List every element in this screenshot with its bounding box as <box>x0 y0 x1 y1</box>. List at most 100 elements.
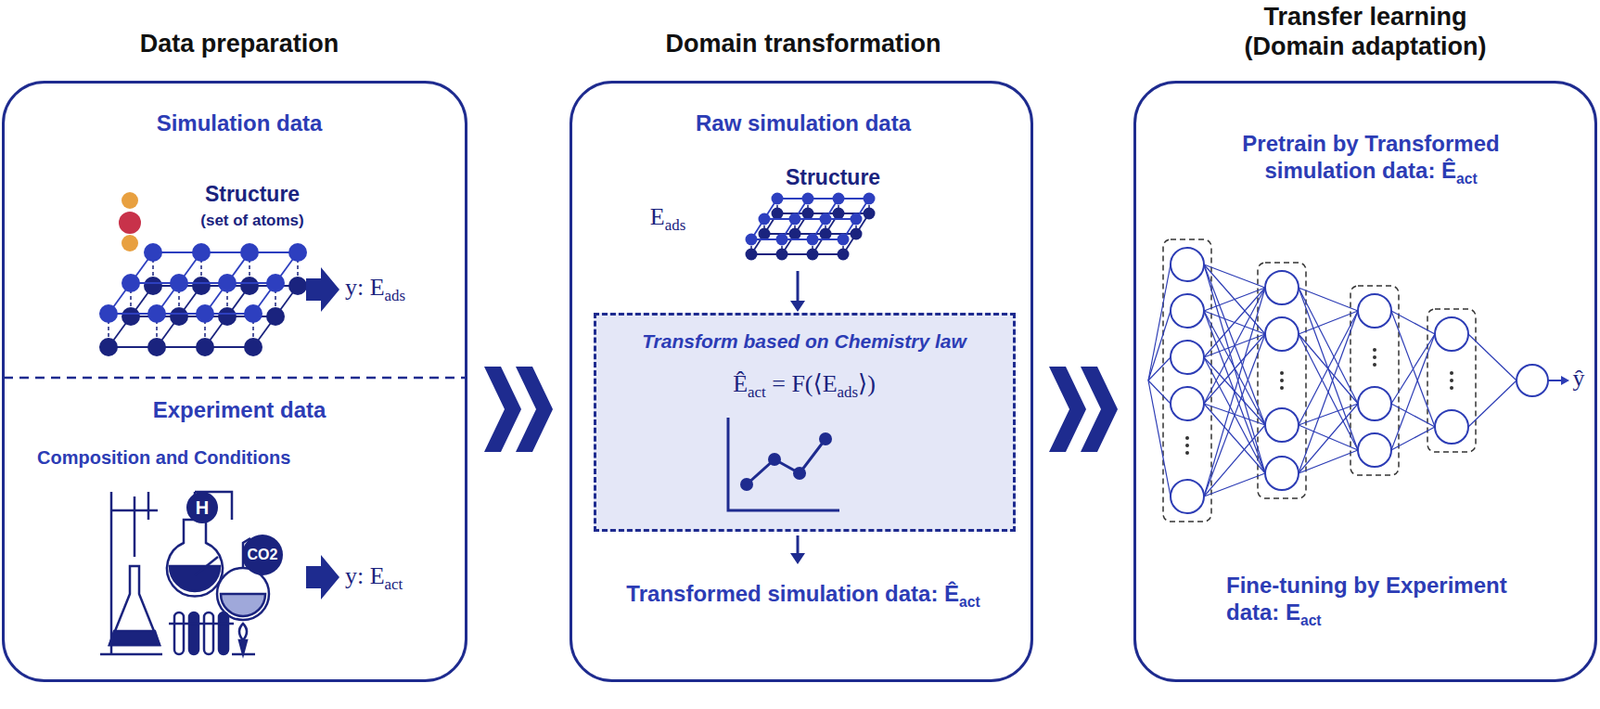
node-text: Structure <box>204 181 300 208</box>
transform-box: Transform based on Chemistry lawÊact = F… <box>593 312 1016 532</box>
dot <box>832 207 845 220</box>
dot <box>121 273 141 293</box>
dot <box>863 192 876 205</box>
gas-cloud <box>242 534 283 576</box>
dot <box>771 192 784 205</box>
ellipsis-dot <box>1185 450 1190 455</box>
subscript: act <box>747 383 767 401</box>
node-text: (set of atoms) <box>200 211 304 231</box>
node-text: y: Eads <box>345 272 406 306</box>
dot <box>802 192 815 205</box>
neuron <box>1265 456 1299 490</box>
stroke <box>1298 287 1358 404</box>
chevron <box>484 366 522 452</box>
chart-point <box>793 466 807 480</box>
ellipsis-dot <box>1280 385 1284 390</box>
node-text: Structure <box>785 165 881 192</box>
dot <box>99 304 118 323</box>
ellipsis-dot <box>1449 371 1454 375</box>
node-text: Transform based on Chemistry law <box>641 329 967 353</box>
neuron <box>1357 433 1392 467</box>
stroke <box>1298 403 1358 474</box>
dot <box>143 276 163 295</box>
dot <box>147 304 167 323</box>
stroke <box>1391 333 1435 450</box>
node-text: Transformed simulation data: Êact <box>626 580 980 612</box>
output-arrow <box>1548 379 1562 382</box>
layer-box <box>1257 262 1306 499</box>
stroke <box>1148 310 1171 381</box>
stroke <box>1203 264 1266 474</box>
dot <box>758 213 771 226</box>
node-text: Experiment data <box>153 396 327 424</box>
chart-line <box>746 438 826 485</box>
stroke <box>1468 333 1517 381</box>
dot <box>217 273 237 293</box>
subscript: act <box>959 593 981 610</box>
node-text: Eads <box>650 202 686 235</box>
dot <box>192 276 211 295</box>
ellipsis-dot <box>1449 385 1454 390</box>
double-chevron-arrow <box>484 366 553 452</box>
panel: Domain transformationRaw simulation data… <box>569 80 1034 682</box>
stroke <box>1298 449 1358 474</box>
dot <box>776 248 789 261</box>
dot <box>195 337 215 357</box>
ellipsis-dot <box>1449 378 1454 383</box>
stroke <box>1298 310 1358 425</box>
dot <box>243 337 263 357</box>
lab-equipment <box>100 491 269 654</box>
stroke <box>1203 264 1266 288</box>
subscript: ads <box>837 383 859 401</box>
neuron <box>1357 386 1392 421</box>
layer-box <box>1163 239 1212 522</box>
dot <box>99 337 118 357</box>
ellipsis-dot <box>1372 355 1377 359</box>
stroke <box>1391 310 1435 334</box>
stroke <box>1298 310 1358 474</box>
neural-network <box>1148 239 1570 522</box>
subscript: ads <box>665 216 687 234</box>
neuron <box>1170 479 1204 513</box>
dot <box>771 207 784 220</box>
dot <box>169 273 189 293</box>
chart-point <box>768 452 781 466</box>
double-chevron-arrow <box>1049 366 1118 452</box>
neuron <box>1170 294 1204 328</box>
subscript: ads <box>384 286 407 305</box>
dot <box>802 207 815 220</box>
dot <box>850 213 863 226</box>
gas-label: CO2 <box>247 547 279 563</box>
ellipsis-dot <box>1280 371 1284 375</box>
stroke <box>1391 310 1435 427</box>
chevron <box>1049 366 1087 452</box>
panel-heading: Data preparation <box>140 28 340 59</box>
node-text: y: Eact <box>345 561 403 594</box>
stroke <box>1391 403 1435 427</box>
stroke <box>1148 357 1171 381</box>
chart-axes <box>728 417 840 511</box>
dot <box>121 307 141 326</box>
stroke <box>1298 424 1358 450</box>
dot <box>240 276 259 295</box>
stroke <box>1203 310 1266 425</box>
panel-heading: Domain transformation <box>665 28 941 59</box>
dot <box>819 228 832 241</box>
dot <box>266 273 285 293</box>
chart-point <box>740 477 754 491</box>
node-text: ŷ <box>1573 363 1586 393</box>
dot <box>745 248 758 261</box>
chevron <box>1080 366 1118 452</box>
neuron <box>1434 317 1469 351</box>
output-neuron <box>1516 364 1549 397</box>
ellipsis-dot <box>1185 443 1190 448</box>
chevron <box>515 366 553 452</box>
gas-label: H <box>195 498 209 517</box>
ellipsis-dot <box>1372 347 1377 352</box>
dot <box>217 307 237 326</box>
dot <box>837 233 850 246</box>
dot <box>288 243 308 262</box>
ellipsis-dot <box>1280 378 1284 383</box>
stroke <box>1203 287 1266 497</box>
dot <box>143 243 163 262</box>
